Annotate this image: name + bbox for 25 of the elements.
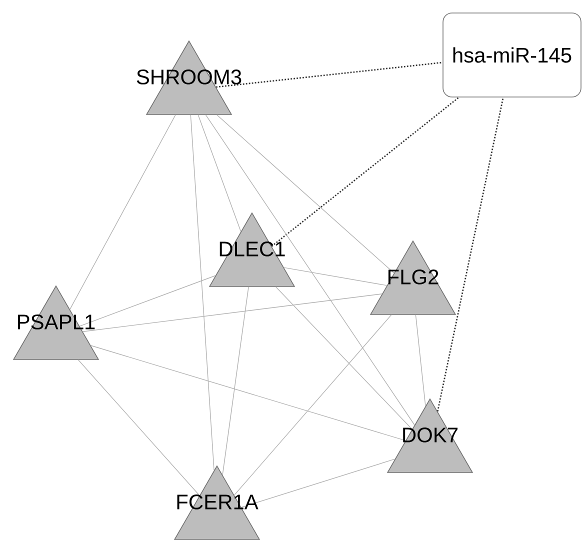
connector-line <box>234 314 392 496</box>
connector-line <box>284 267 388 286</box>
connector-line <box>241 458 396 508</box>
node-label: PSAPL1 <box>18 314 95 330</box>
connector-line <box>90 345 406 441</box>
connector-line <box>216 62 443 88</box>
connector-line <box>78 360 200 496</box>
connector-line <box>205 114 415 426</box>
connector-line <box>190 114 214 471</box>
connector-line <box>275 286 412 430</box>
node-label: DOK7 <box>403 428 458 442</box>
connector-line <box>222 286 249 476</box>
connector-line <box>216 114 394 274</box>
connector-line <box>271 96 460 247</box>
connector-line <box>436 97 504 412</box>
connector-line <box>415 314 426 406</box>
connector-line <box>198 114 242 232</box>
connector-line <box>82 294 382 332</box>
connector-line <box>79 275 216 327</box>
node-label: FLG2 <box>388 270 438 284</box>
node-label: FCER1A <box>177 494 258 510</box>
rounded-box: hsa-miR-145 <box>442 12 582 98</box>
node-label: DLEC1 <box>220 242 285 256</box>
node-label: SHROOM3 <box>136 70 242 84</box>
connector-line <box>70 114 176 310</box>
